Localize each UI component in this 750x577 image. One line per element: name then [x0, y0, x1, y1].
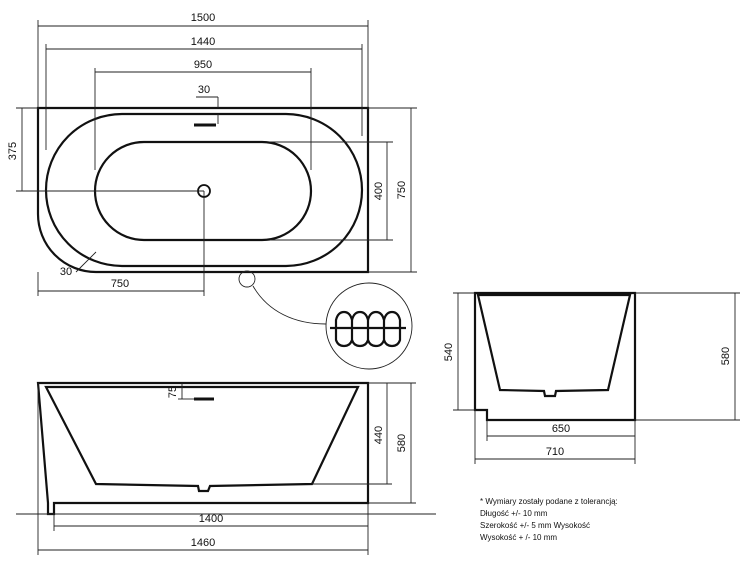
detail-callout-marker [238, 270, 256, 288]
dim-overall-length: 1460 [191, 537, 215, 549]
front-view-outline [36, 381, 370, 516]
top-view: 1500 1440 950 30 375 400 750 30 [7, 12, 417, 370]
dim-overall-width: 1500 [191, 12, 215, 24]
tolerance-note-line: * Wymiary zostały podane z tolerancją: [480, 497, 618, 506]
dim-side-inner-height: 540 [443, 343, 455, 361]
dim-overflow-offset: 30 [198, 84, 210, 96]
dim-inner-height: 440 [373, 426, 385, 444]
dim-side-overall-height: 580 [720, 347, 732, 365]
dim-basin-depth: 400 [373, 182, 385, 200]
dim-basin-width: 950 [194, 59, 212, 71]
dim-side-base-width: 650 [552, 423, 570, 435]
tolerance-note-line: Wysokość + /- 10 mm [480, 533, 558, 542]
dim-half-depth: 375 [7, 142, 19, 160]
dim-side-overall-width: 710 [546, 446, 564, 458]
dim-inner-width: 1440 [191, 36, 215, 48]
dim-overall-height: 580 [396, 434, 408, 452]
dim-base-length: 1400 [199, 513, 223, 525]
dim-overall-depth: 750 [396, 181, 408, 199]
tolerance-note-line: Szerokość +/- 5 mm Wysokość [480, 521, 590, 530]
dim-drain-offset: 750 [111, 278, 129, 290]
top-view-outer-outline [36, 106, 370, 274]
front-view-inner-basin [44, 385, 360, 493]
detail-callout-circle [325, 282, 413, 370]
side-view-outline [473, 291, 637, 422]
tolerance-note-line: Długość +/- 10 mm [480, 509, 548, 518]
tolerance-note: * Wymiary zostały podane z tolerancją: D… [480, 496, 618, 544]
side-view: 540 580 650 710 [443, 291, 740, 464]
dim-corner-radius: 30 [60, 266, 72, 278]
dim-overflow-height: 75 [167, 386, 179, 398]
front-view: 75 440 580 1400 1460 [16, 381, 436, 555]
side-view-inner-basin [476, 293, 632, 398]
drain-grid-detail [330, 310, 406, 348]
